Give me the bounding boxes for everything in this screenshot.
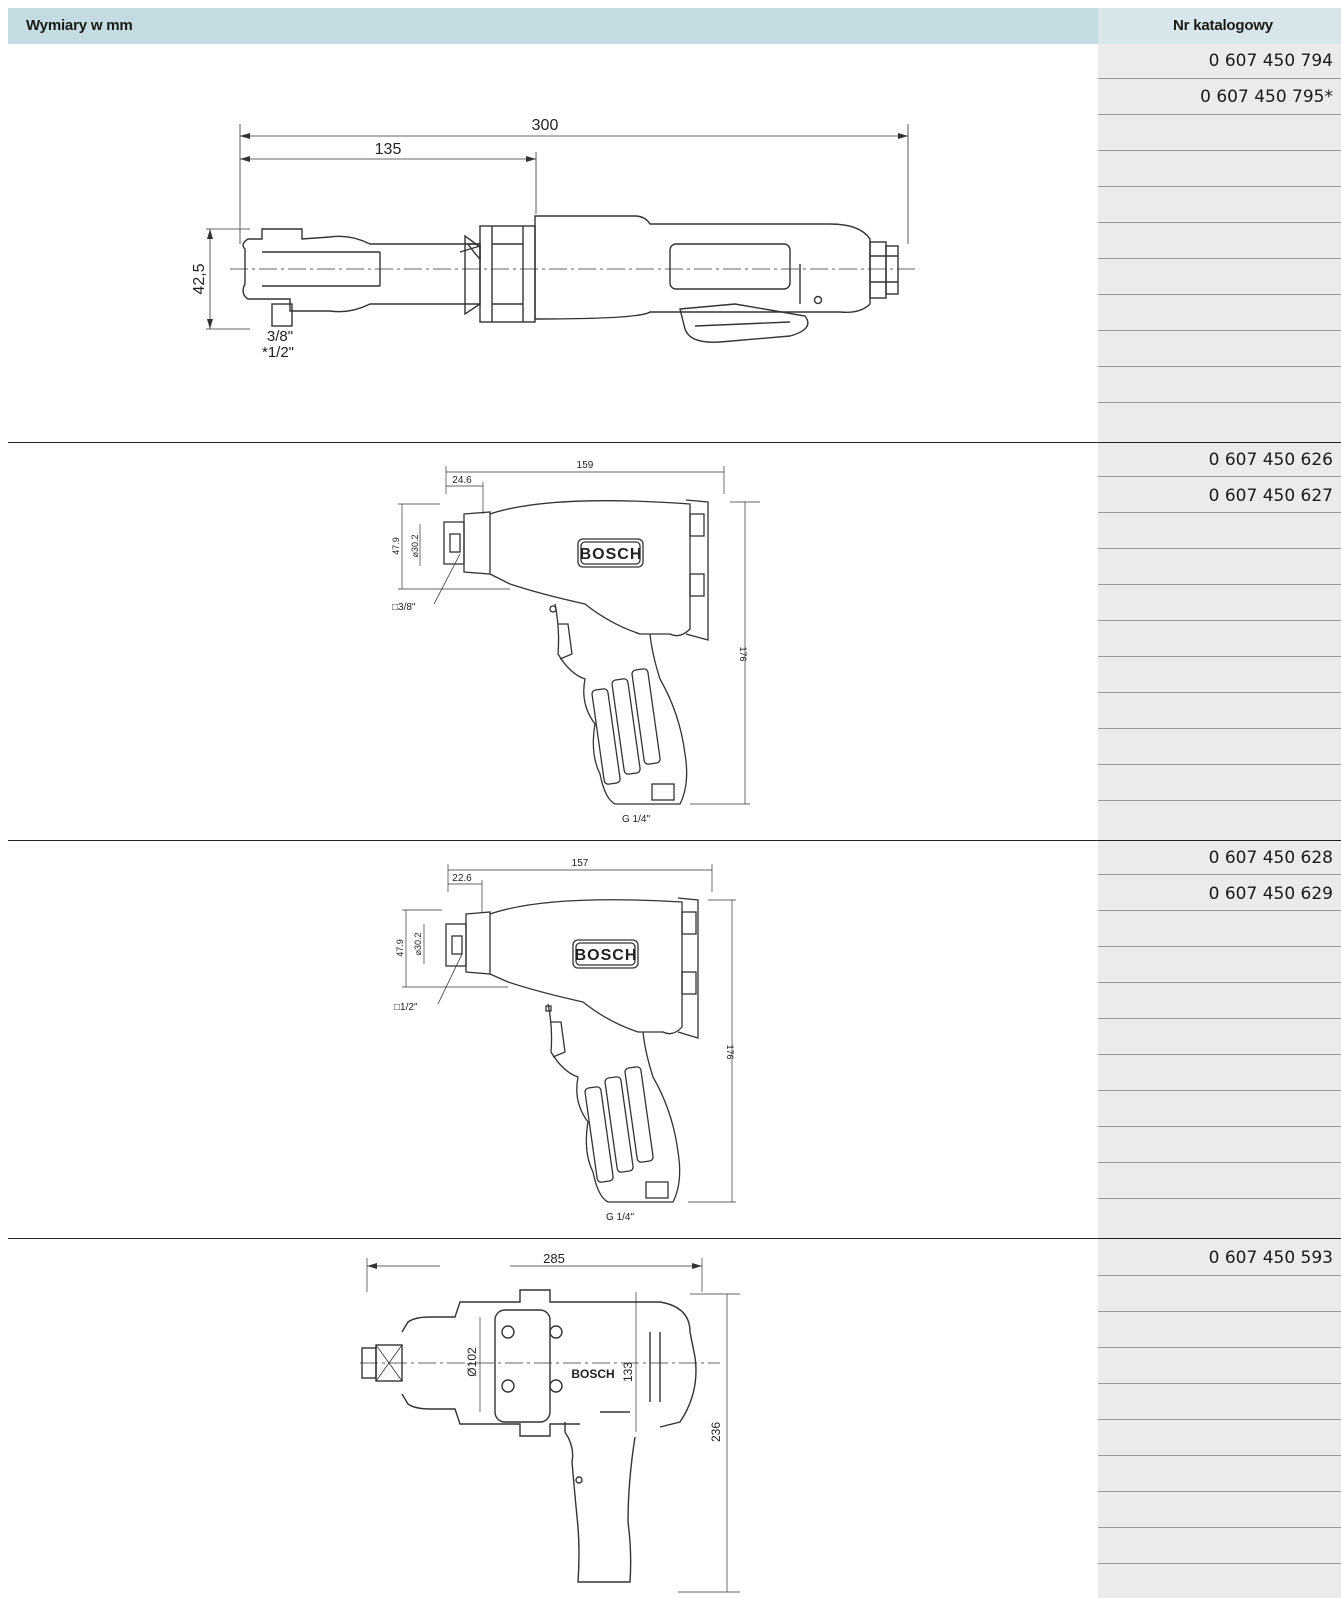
catalog-number: 0 607 450 795* — [1200, 87, 1333, 107]
dimension-label: 157 — [572, 858, 589, 869]
section-divider — [8, 840, 1341, 841]
dimensions-column-heading: Wymiary w mm — [26, 17, 133, 34]
dimension-label: 47.9 — [395, 939, 405, 957]
brand-label: BOSCH — [571, 1367, 614, 1381]
brand-label: BOSCH — [575, 947, 638, 964]
catalog-number: 0 607 450 629 — [1208, 884, 1333, 904]
ratchet-wrench-drawing: 300 135 42,5 3/8" *1/2" — [191, 117, 918, 361]
catalog-number: 0 607 450 626 — [1208, 450, 1333, 470]
dimension-label: 300 — [532, 117, 559, 134]
dimension-label: 176 — [725, 1044, 735, 1059]
dimension-label: 236 — [709, 1422, 723, 1442]
table-header: Wymiary w mm Nr katalogowy — [8, 8, 1341, 44]
heavy-impact-wrench-drawing: 285 Ø102 133 BOSCH 236 — [360, 1251, 740, 1593]
impact-wrench-drawing: BOSCH 157 22.6 47.9 ⌀30.2 □1/2" 176 G 1/… — [394, 858, 736, 1223]
dimension-label: 285 — [543, 1251, 565, 1266]
brand-label: BOSCH — [580, 546, 643, 563]
diameter-label: ⌀30.2 — [413, 933, 423, 956]
dimension-label: 42,5 — [191, 263, 208, 294]
diameter-label: Ø102 — [465, 1347, 479, 1377]
product-row-heavy-impact-wrench: 0 607 450 593 — [0, 1238, 1341, 1598]
drive-size-label: 3/8" — [267, 328, 293, 345]
catalog-number-column — [1098, 44, 1341, 1598]
drive-size-label: □1/2" — [394, 1002, 418, 1013]
drive-size-alt-label: *1/2" — [262, 344, 294, 361]
catalog-number-column-heading: Nr katalogowy — [1173, 17, 1273, 34]
dimension-label: 159 — [577, 460, 594, 471]
diameter-label: ⌀30.2 — [410, 535, 420, 558]
dimension-label: 133 — [621, 1362, 635, 1382]
dimension-label: 135 — [375, 141, 402, 158]
catalog-header-cell — [1098, 8, 1341, 44]
catalog-number: 0 607 450 593 — [1208, 1248, 1333, 1268]
drive-size-label: □3/8" — [392, 602, 416, 613]
catalog-number: 0 607 450 628 — [1208, 848, 1333, 868]
catalog-number: 0 607 450 627 — [1208, 486, 1333, 506]
dimension-label: 176 — [738, 646, 748, 661]
impact-wrench-drawing: BOSCH 159 24.6 47.9 ⌀30.2 □3/8" 176 G 1/… — [391, 460, 760, 825]
section-divider — [8, 442, 1341, 443]
catalog-number: 0 607 450 794 — [1208, 51, 1333, 71]
dimension-label: 47.9 — [391, 537, 401, 555]
dimension-label: 24.6 — [452, 475, 472, 486]
dimension-label: 22.6 — [452, 873, 472, 884]
product-row-ratchet: 0 607 450 794 0 607 450 795* — [0, 44, 1341, 443]
inlet-label: G 1/4" — [606, 1212, 634, 1223]
section-divider — [8, 1238, 1341, 1239]
product-row-impact-wrench-1-2: 0 607 450 628 0 607 450 629 — [0, 840, 1341, 1239]
inlet-label: G 1/4" — [622, 814, 650, 825]
product-row-impact-wrench-3-8: 0 607 450 626 0 607 450 627 — [0, 442, 1341, 841]
